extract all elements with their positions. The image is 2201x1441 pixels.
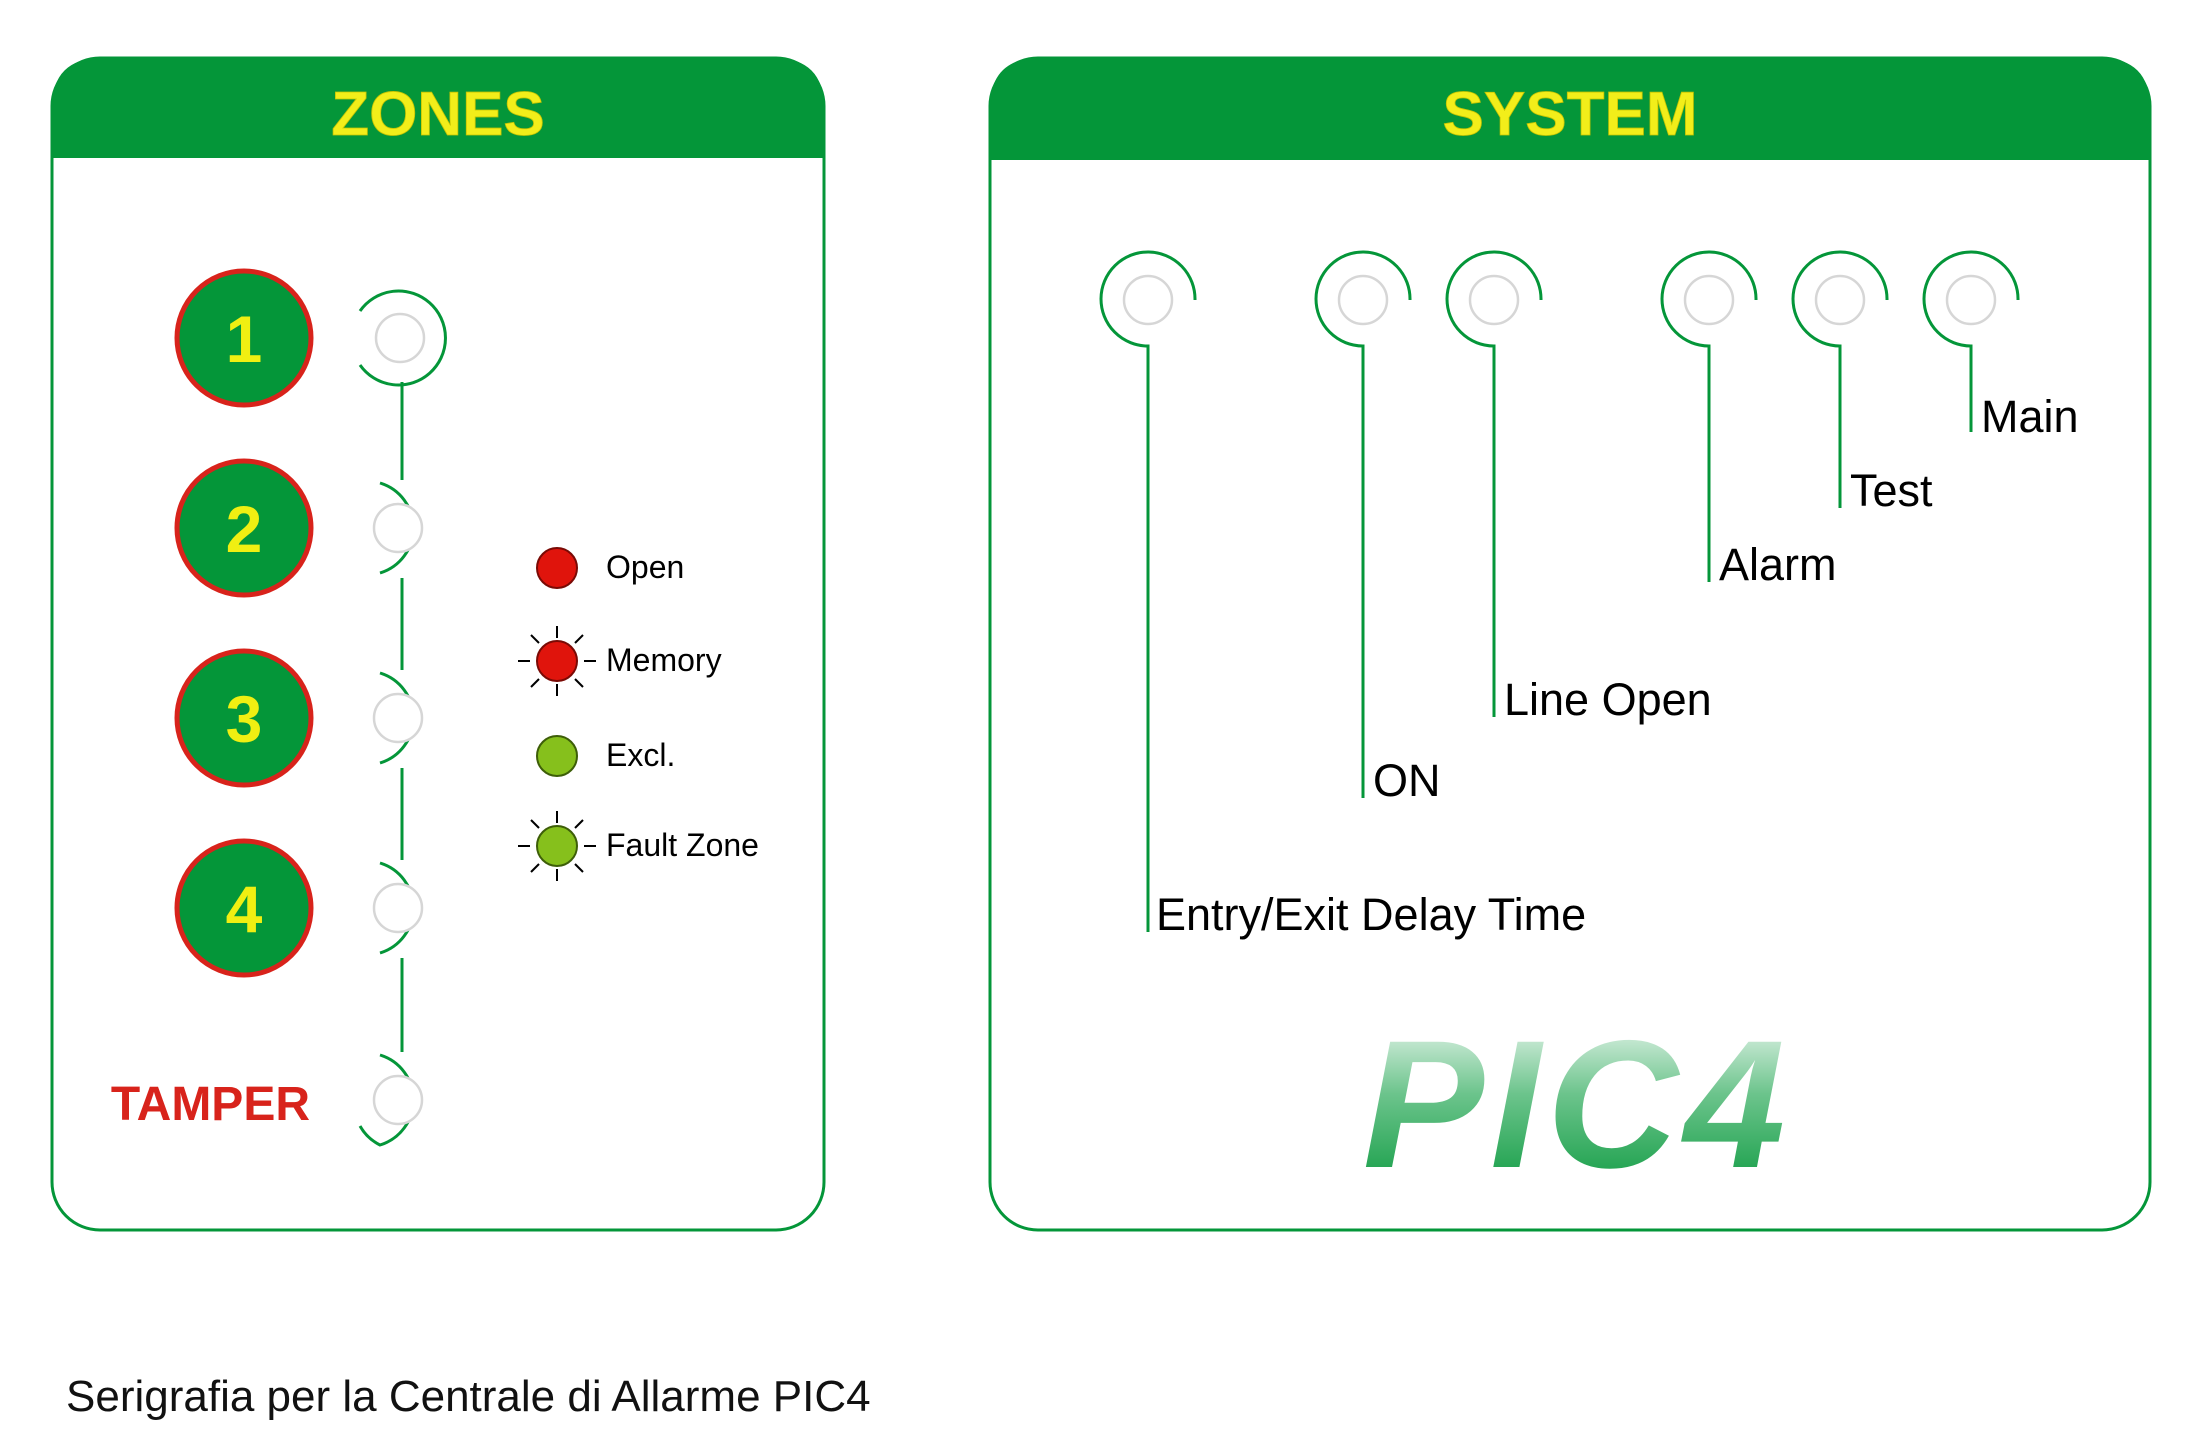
zone-button-4[interactable]: 4 (174, 838, 314, 978)
zone-button-2[interactable]: 2 (174, 458, 314, 598)
zones-panel-header (52, 58, 824, 158)
system-panel-border (988, 56, 2152, 1232)
zones-title: ZONES (331, 80, 545, 149)
zone-led-4 (372, 861, 424, 955)
zone-number: 1 (226, 302, 263, 376)
legend-label: Memory (606, 642, 722, 678)
zone-led-3 (372, 671, 424, 765)
legend-led-green-blinking (536, 825, 578, 867)
caption: Serigrafia per la Centrale di Allarme PI… (66, 1372, 871, 1421)
indicator-label: ON (1373, 755, 1441, 806)
legend-led-red-blinking (536, 640, 578, 682)
legend-memory: Memory (518, 626, 722, 696)
legend-excl: Excl. (536, 735, 675, 777)
legend-open: Open (536, 547, 684, 589)
zone-number: 4 (226, 872, 263, 946)
zone-button-3[interactable]: 3 (174, 648, 314, 788)
system-led-main: Main (1922, 250, 2079, 442)
blinking-rays-icon (518, 811, 596, 881)
tamper-led (358, 1053, 424, 1147)
legend-fault-zone: Fault Zone (518, 811, 759, 881)
pic4-logo: PIC4 (1363, 1002, 1792, 1206)
indicator-label: Line Open (1504, 674, 1712, 725)
system-panel-header (990, 58, 2150, 160)
legend-label: Fault Zone (606, 827, 759, 863)
system-led-line-open: Line Open (1445, 250, 1712, 725)
legend-label: Excl. (606, 737, 675, 773)
indicator-label: Alarm (1719, 539, 1837, 590)
system-led-on: ON (1314, 250, 1441, 806)
indicator-label: Main (1981, 391, 2079, 442)
tamper-label: TAMPER (111, 1078, 310, 1131)
zone-led-2 (372, 481, 424, 575)
indicator-label: Entry/Exit Delay Time (1156, 889, 1586, 940)
legend-led-red (536, 547, 578, 589)
system-panel: SYSTEM Entry/Exit Delay Time ON Line Ope… (988, 56, 2152, 1232)
zone-button-1[interactable]: 1 (174, 268, 314, 408)
system-led-test: Test (1791, 250, 1933, 516)
zone-led-1 (358, 289, 447, 387)
indicator-label: Test (1850, 465, 1933, 516)
system-title: SYSTEM (1443, 80, 1698, 149)
legend-led-green (536, 735, 578, 777)
zones-panel: ZONES 1 2 3 (50, 56, 826, 1232)
system-led-alarm: Alarm (1660, 250, 1837, 590)
zones-panel-border (50, 56, 826, 1232)
blinking-rays-icon (518, 626, 596, 696)
led-legend: Open Memory Excl. (518, 547, 759, 881)
zone-number: 2 (226, 492, 263, 566)
zone-number: 3 (226, 682, 263, 756)
system-led-entry-exit: Entry/Exit Delay Time (1099, 250, 1586, 940)
legend-label: Open (606, 549, 684, 585)
